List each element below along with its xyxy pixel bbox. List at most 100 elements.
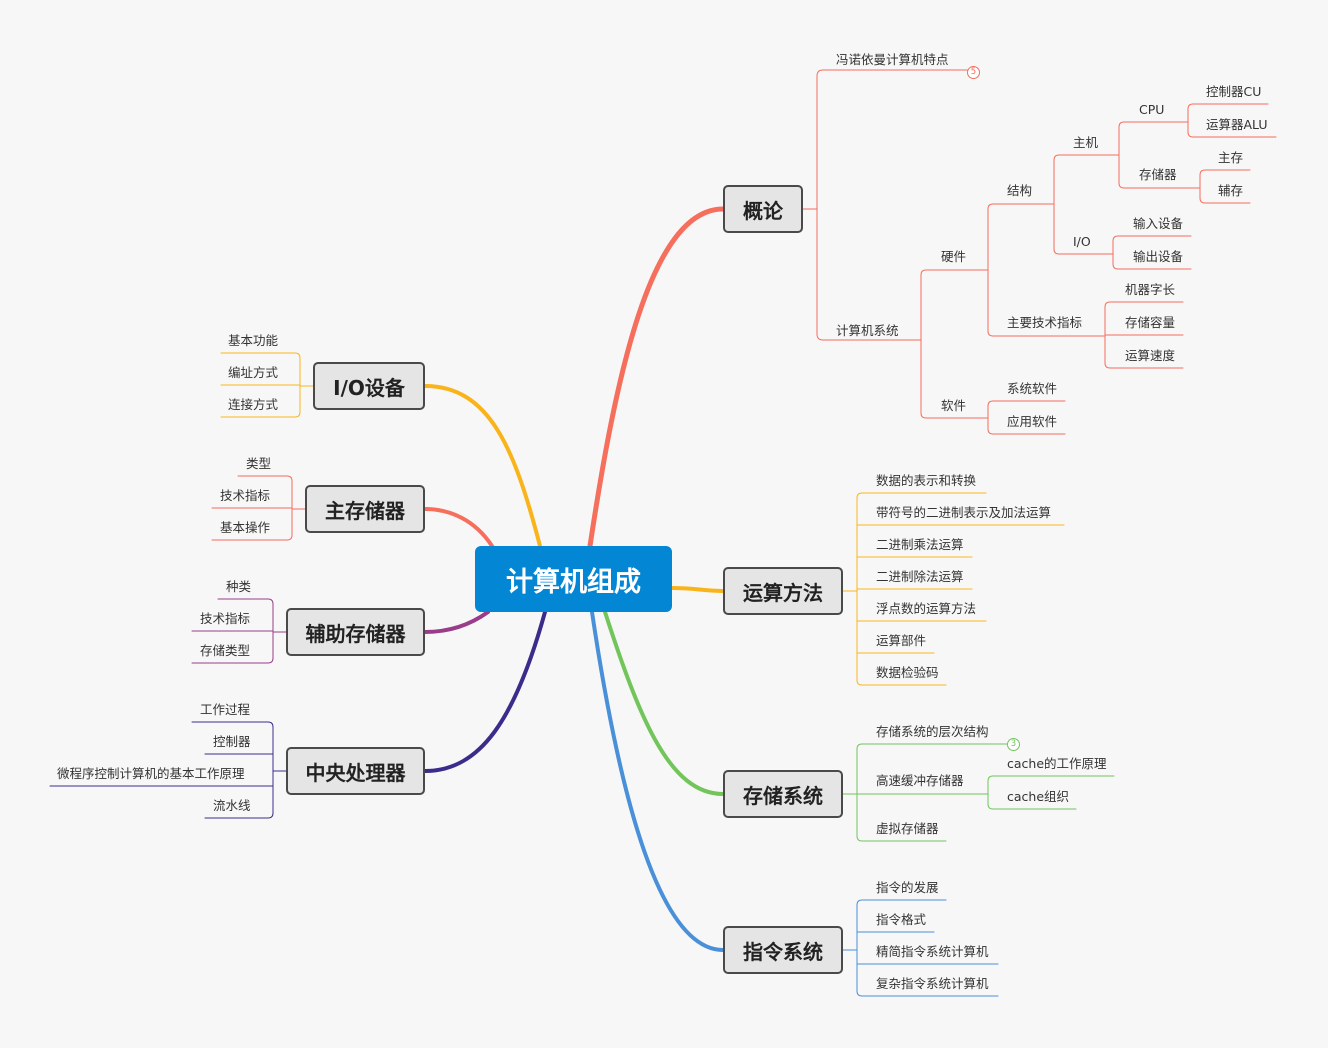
node-cache-principle[interactable]: cache的工作原理 — [1007, 756, 1107, 771]
bracket-branch — [1104, 301, 1184, 337]
topic-gailun[interactable]: 概论 — [723, 185, 803, 233]
node-speed[interactable]: 运算速度 — [1125, 348, 1176, 363]
node-mainmem-item[interactable]: 基本操作 — [220, 520, 271, 535]
node-alu[interactable]: 运算器ALU — [1206, 117, 1268, 132]
node-host[interactable]: 主机 — [1073, 135, 1099, 150]
root-link-mainmem — [423, 507, 494, 548]
bracket-branch — [1104, 335, 1184, 369]
bracket-branch — [856, 590, 947, 686]
bracket-branch — [1104, 334, 1184, 341]
node-storage-hierarchy[interactable]: 存储系统的层次结构 — [876, 724, 989, 739]
node-structure[interactable]: 结构 — [1007, 183, 1033, 198]
bracket-branch — [1199, 187, 1251, 204]
node-auxmem-item[interactable]: 技术指标 — [200, 611, 251, 626]
node-arith-item[interactable]: 运算部件 — [876, 633, 927, 648]
node-arith-item[interactable]: 数据检验码 — [876, 665, 939, 680]
topic-arith[interactable]: 运算方法 — [723, 567, 843, 615]
root-link-gailun — [587, 206, 726, 549]
collapsed-count-badge[interactable]: 5 — [967, 66, 980, 79]
root-link-storage — [603, 610, 725, 796]
node-isa-item[interactable]: 指令的发展 — [876, 880, 939, 895]
node-cpu-item[interactable]: 流水线 — [213, 798, 251, 813]
topic-mainmem[interactable]: 主存储器 — [305, 485, 425, 533]
node-cu[interactable]: 控制器CU — [1206, 84, 1262, 99]
node-mainmem-item[interactable]: 类型 — [246, 456, 272, 471]
node-arith-item[interactable]: 二进制除法运算 — [876, 569, 964, 584]
bracket-branch — [856, 949, 999, 997]
root-link-cpu — [423, 610, 547, 773]
node-cpu-hw[interactable]: CPU — [1139, 102, 1165, 117]
bracket-branch — [1199, 169, 1251, 189]
node-system-software[interactable]: 系统软件 — [1007, 381, 1058, 396]
node-io-hw[interactable]: I/O — [1073, 234, 1091, 249]
node-app-software[interactable]: 应用软件 — [1007, 414, 1058, 429]
topic-storage[interactable]: 存储系统 — [723, 770, 843, 818]
node-isa-item[interactable]: 复杂指令系统计算机 — [876, 976, 989, 991]
bracket-branch — [191, 721, 274, 772]
node-cpu-item[interactable]: 微程序控制计算机的基本工作原理 — [57, 766, 245, 781]
node-input-device[interactable]: 输入设备 — [1133, 216, 1184, 231]
node-cpu-item[interactable]: 控制器 — [213, 734, 251, 749]
node-cache-org[interactable]: cache组织 — [1007, 789, 1070, 804]
node-main-memory[interactable]: 主存 — [1218, 150, 1244, 165]
node-output-device[interactable]: 输出设备 — [1133, 249, 1184, 264]
topic-isa[interactable]: 指令系统 — [723, 926, 843, 974]
node-hardware[interactable]: 硬件 — [941, 249, 967, 264]
bracket-branch — [237, 475, 293, 510]
node-io-item[interactable]: 编址方式 — [228, 365, 279, 380]
node-io-item[interactable]: 基本功能 — [228, 333, 279, 348]
topic-io[interactable]: I/O设备 — [313, 362, 425, 410]
bracket-branch — [856, 556, 973, 563]
bracket-branch — [217, 598, 274, 633]
topic-cpu[interactable]: 中央处理器 — [286, 747, 425, 795]
bracket-branch — [856, 524, 1065, 531]
node-aux-memory[interactable]: 辅存 — [1218, 183, 1244, 198]
node-isa-item[interactable]: 精简指令系统计算机 — [876, 944, 989, 959]
bracket-branch — [220, 352, 301, 387]
node-software[interactable]: 软件 — [941, 398, 967, 413]
bracket-branch — [856, 899, 947, 951]
node-arith-item[interactable]: 二进制乘法运算 — [876, 537, 964, 552]
bracket-branch — [987, 775, 1115, 795]
node-cpu-item[interactable]: 工作过程 — [200, 702, 251, 717]
node-arith-item[interactable]: 浮点数的运算方法 — [876, 601, 977, 616]
node-word-length[interactable]: 机器字长 — [1125, 282, 1176, 297]
root-topic[interactable]: 计算机组成 — [475, 546, 672, 612]
bracket-branch — [856, 588, 973, 595]
bracket-branch — [856, 743, 1008, 795]
node-io-item[interactable]: 连接方式 — [228, 397, 279, 412]
bracket-branch — [920, 269, 989, 341]
bracket-branch — [191, 631, 274, 664]
bracket-branch — [987, 269, 1106, 337]
topic-auxmem[interactable]: 辅助存储器 — [286, 608, 425, 656]
bracket-branch — [1187, 103, 1269, 123]
root-link-io — [423, 384, 542, 548]
node-auxmem-item[interactable]: 存储类型 — [200, 643, 251, 658]
node-arith-item[interactable]: 数据的表示和转换 — [876, 473, 977, 488]
node-virtual-memory[interactable]: 虚拟存储器 — [876, 821, 939, 836]
bracket-branch — [856, 492, 987, 592]
bracket-branch — [204, 770, 274, 819]
node-mainmem-item[interactable]: 技术指标 — [220, 488, 271, 503]
node-auxmem-item[interactable]: 种类 — [226, 579, 252, 594]
bracket-branch — [987, 203, 1055, 271]
node-arith-item[interactable]: 带符号的二进制表示及加法运算 — [876, 505, 1052, 520]
bracket-branch — [856, 793, 947, 842]
bracket-branch — [1112, 253, 1192, 270]
node-cache[interactable]: 高速缓冲存储器 — [876, 773, 964, 788]
node-computer-system[interactable]: 计算机系统 — [836, 323, 899, 338]
node-metrics[interactable]: 主要技术指标 — [1007, 315, 1083, 330]
bracket-branch — [816, 208, 922, 341]
bracket-branch — [1118, 121, 1189, 156]
node-isa-item[interactable]: 指令格式 — [876, 912, 927, 927]
bracket-branch — [987, 400, 1066, 419]
collapsed-count-badge[interactable]: 3 — [1007, 738, 1020, 751]
bracket-branch — [1053, 203, 1114, 255]
node-von-neumann[interactable]: 冯诺依曼计算机特点 — [836, 52, 949, 67]
bracket-branch — [1118, 154, 1189, 189]
bracket-branch — [1187, 121, 1277, 138]
node-memory-hw[interactable]: 存储器 — [1139, 167, 1177, 182]
node-capacity[interactable]: 存储容量 — [1125, 315, 1176, 330]
